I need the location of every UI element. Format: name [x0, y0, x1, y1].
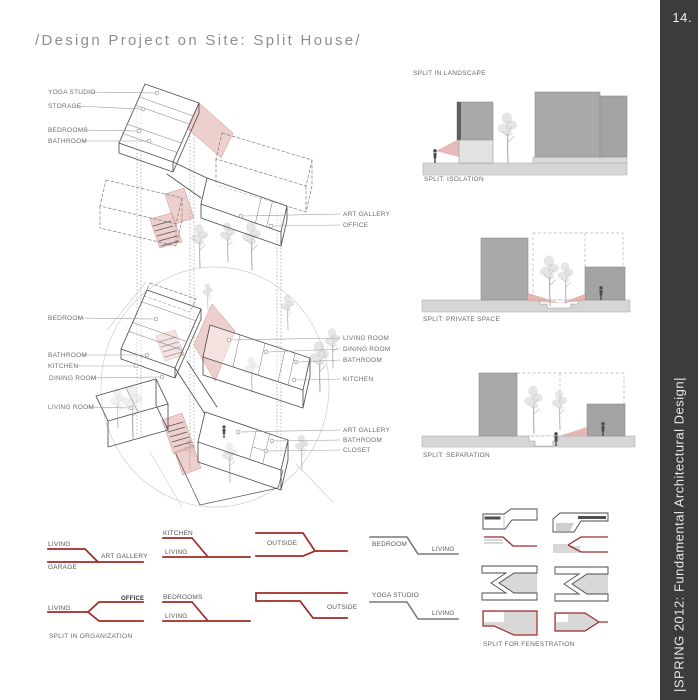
section-separation — [421, 372, 636, 448]
org-d2-living: LIVING — [48, 605, 71, 612]
label-office: OFFICE — [343, 222, 369, 229]
section-isolation — [422, 91, 628, 176]
label-bedroom: BEDROOM — [48, 315, 84, 322]
sidebar-title: |SPRING 2012: Fundamental Architectural … — [671, 377, 687, 692]
label-dining-room: DINING ROOM — [49, 375, 97, 382]
caption-split-organization: SPLIT IN ORGANIZATION — [49, 633, 133, 640]
caption-split-isolation: SPLIT: ISOLATION — [424, 176, 484, 183]
fenestration-diagrams — [481, 508, 609, 636]
label-bathroom-2: BATHROOM — [48, 352, 88, 359]
label-living-room: LIVING ROOM — [48, 404, 95, 411]
section-private-space — [421, 232, 631, 313]
org-d7-living: LIVING — [432, 546, 455, 553]
caption-split-fenestration: SPLIT FOR FENESTRATION — [483, 641, 575, 648]
caption-split-private: SPLIT: PRIVATE SPACE — [423, 316, 501, 323]
tree-icon — [523, 385, 544, 435]
organization-diagrams — [47, 532, 459, 623]
room-markers — [128, 90, 299, 454]
label-dining-room-2: DINING ROOM — [343, 346, 391, 353]
label-kitchen-2: KITCHEN — [343, 376, 374, 383]
org-d4-bedrooms: BEDROOMS — [163, 594, 203, 601]
label-bathroom: BATHROOM — [48, 138, 88, 145]
org-d8-yoga-studio: YOGA STUDIO — [372, 592, 419, 599]
label-bathroom-3: BATHROOM — [343, 357, 383, 364]
page-number: 14. — [672, 10, 692, 25]
leader-lines — [74, 91, 341, 452]
label-art-gallery: ART GALLERY — [343, 211, 391, 218]
projection-lines — [136, 103, 282, 460]
axonometric-drawing — [74, 83, 341, 508]
label-bedrooms: BEDROOMS — [48, 127, 88, 134]
org-d4-living: LIVING — [165, 613, 188, 620]
org-d5-outside: OUTSIDE — [267, 540, 298, 547]
label-art-gallery-2: ART GALLERY — [343, 427, 391, 434]
org-d3-living: LIVING — [165, 549, 188, 556]
person-icon — [433, 149, 437, 163]
label-closet: CLOSET — [343, 447, 371, 454]
org-d3-kitchen: KITCHEN — [163, 530, 193, 537]
org-d6-outside: OUTSIDE — [327, 604, 358, 611]
sections-heading: SPLIT IN LANDSCAPE — [413, 70, 486, 77]
org-d1-garage: GARAGE — [48, 564, 78, 571]
stairs-hatching — [152, 220, 192, 448]
caption-split-separation: SPLIT: SEPARATION — [423, 452, 490, 459]
label-living-room-2: LIVING ROOM — [343, 335, 390, 342]
page-title: /Design Project on Site: Split House/ — [35, 32, 362, 49]
sidebar: 14. |SPRING 2012: Fundamental Architectu… — [660, 0, 698, 700]
ghost-volumes — [99, 132, 313, 313]
label-kitchen: KITCHEN — [48, 363, 79, 370]
pink-planes — [149, 102, 236, 476]
org-d1-living: LIVING — [48, 541, 71, 548]
view-cone — [436, 139, 459, 157]
tree-icon — [556, 261, 575, 305]
org-d7-bedroom: BEDROOM — [372, 541, 407, 548]
org-d2-office: OFFICE — [121, 596, 145, 602]
org-d1-art-gallery: ART GALLERY — [101, 553, 148, 560]
lower-level — [95, 289, 311, 506]
upper-level — [118, 83, 288, 247]
tree-icon — [497, 111, 518, 164]
label-bathroom-4: BATHROOM — [343, 437, 383, 444]
label-storage: STORAGE — [48, 103, 82, 110]
label-yoga-studio: YOGA STUDIO — [48, 89, 96, 96]
tree-icon — [551, 389, 568, 431]
org-d8-living: LIVING — [432, 610, 455, 617]
